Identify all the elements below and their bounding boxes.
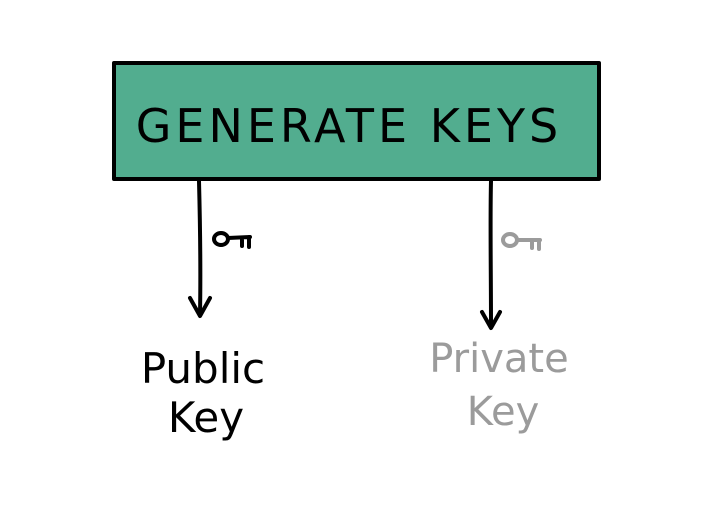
generate-keys-box: GENERATE KEYS (112, 61, 601, 181)
generate-keys-label: GENERATE KEYS (136, 99, 563, 153)
public-key-label-line1: Public (141, 344, 265, 393)
public-key-icon (212, 231, 252, 249)
private-key-arrow (480, 179, 502, 330)
public-key-arrow-shaft (197, 179, 203, 316)
generate-keys-box-shape (112, 61, 601, 181)
private-key-label-line1: Private (429, 336, 568, 382)
public-key-label: Public Key (141, 344, 265, 442)
private-key-arrow-head (480, 310, 502, 330)
public-key-arrow-head (188, 296, 212, 318)
public-key-arrow (188, 179, 212, 318)
public-key-label-line2: Key (168, 393, 244, 442)
private-key-label-line2: Key (467, 389, 540, 435)
private-key-icon (501, 232, 542, 251)
private-key-label: Private Key (429, 336, 568, 435)
